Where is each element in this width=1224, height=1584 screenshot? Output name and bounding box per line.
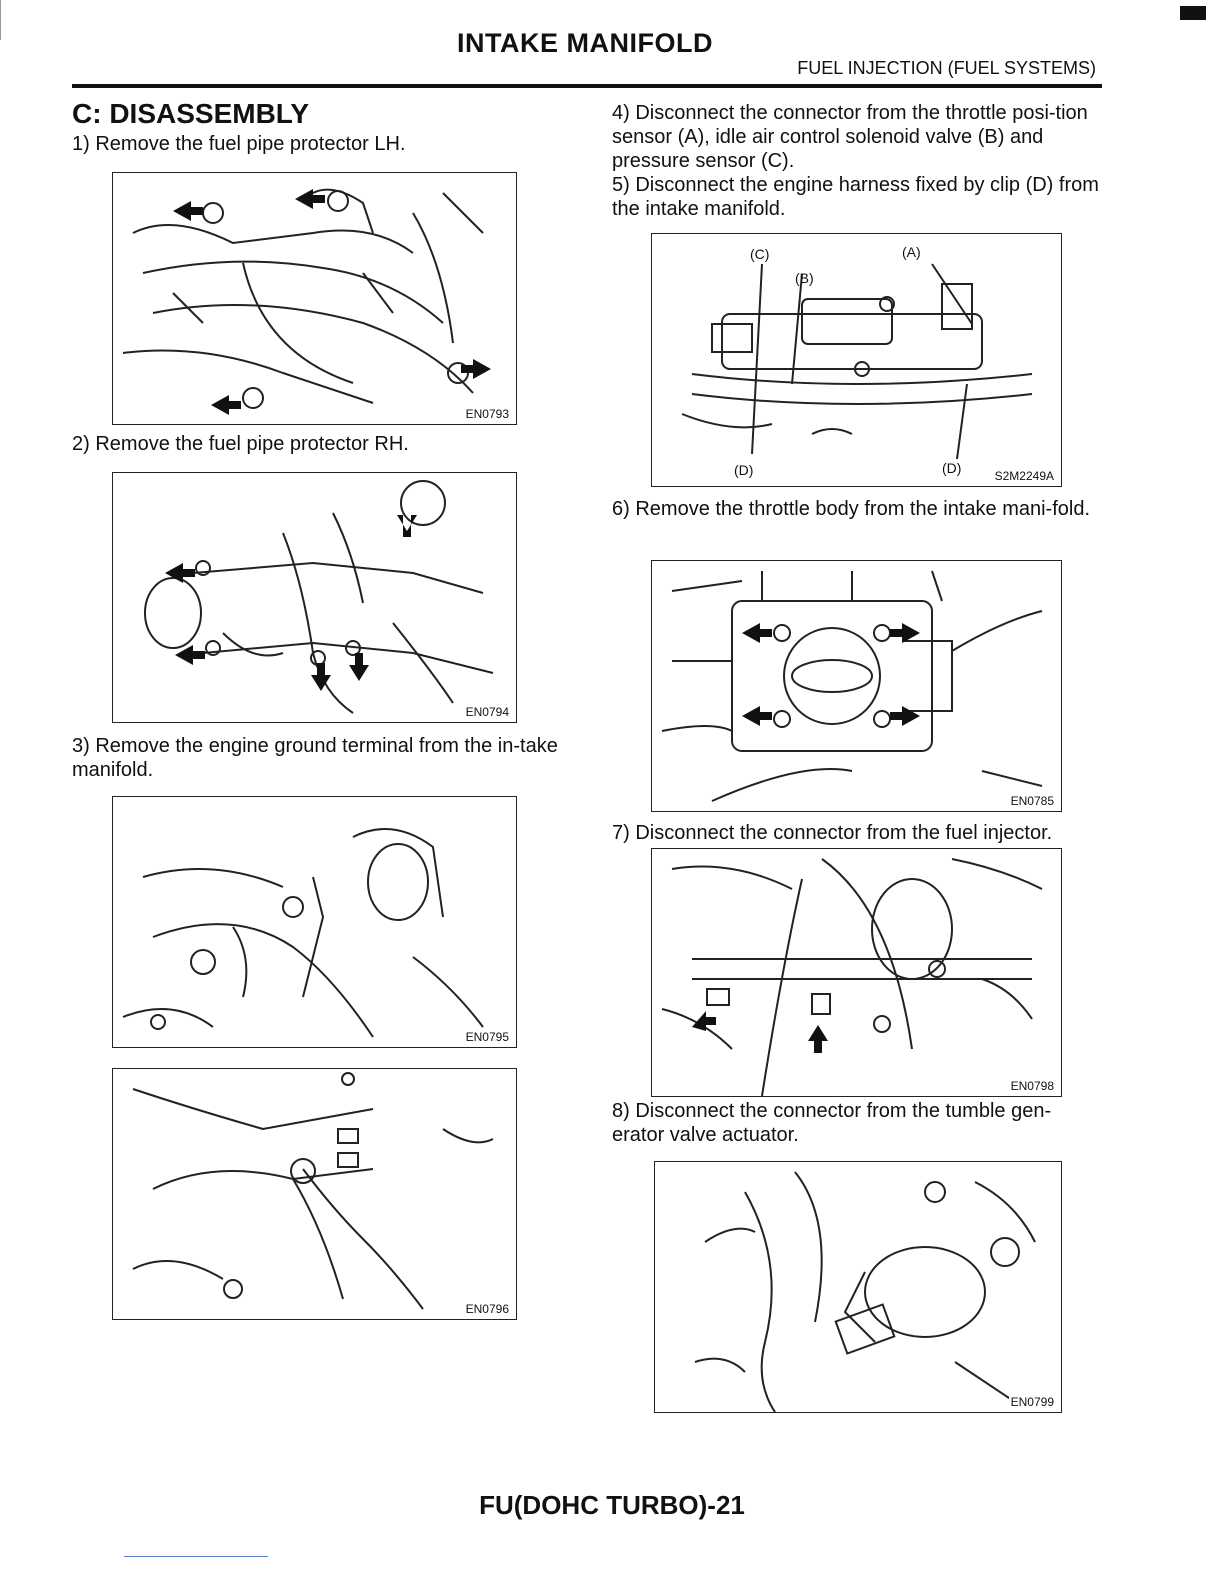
engine-illustration (681, 263, 1033, 460)
callout-c: (C) (750, 246, 770, 262)
engine-illustration (661, 858, 1043, 1096)
engine-illustration (122, 188, 491, 415)
callout-b: (B) (795, 270, 814, 286)
step-1: 1) Remove the fuel pipe protector LH. (72, 133, 406, 155)
figure-code: EN0794 (463, 705, 511, 719)
figure-code: EN0799 (1008, 1395, 1056, 1409)
step-8: 8) Disconnect the connector from the tum… (612, 1100, 1052, 1146)
step-6: 6) Remove the throttle body from the int… (612, 498, 1091, 520)
figure-code: EN0796 (463, 1302, 511, 1316)
figure-code: S2M2249A (992, 469, 1056, 483)
scan-edge-line (0, 0, 1, 40)
figure-fuel-pipe-protector-rh: EN0794 (112, 472, 517, 723)
step-4: 4) Disconnect the connector from the thr… (612, 102, 1088, 172)
step-2: 2) Remove the fuel pipe protector RH. (72, 433, 409, 455)
figure-code: EN0798 (1008, 1079, 1056, 1093)
figure-throttle-connectors: (C) (A) (B) (D) (D) S2M2249A (651, 233, 1062, 487)
figure-code: EN0795 (463, 1030, 511, 1044)
callout-d-right: (D) (942, 460, 962, 476)
figure-fuel-injector: EN0798 (651, 848, 1062, 1097)
figure-code: EN0793 (463, 407, 511, 421)
engine-illustration (132, 1072, 494, 1310)
step-7: 7) Disconnect the connector from the fue… (612, 822, 1053, 844)
step-3: 3) Remove the engine ground terminal fro… (72, 735, 558, 781)
callout-d-left: (D) (734, 462, 754, 478)
figure-fuel-pipe-protector-lh: EN0793 (112, 172, 517, 425)
engine-illustration (122, 828, 484, 1038)
page-title: INTAKE MANIFOLD (457, 28, 713, 58)
figure-throttle-body: EN0785 (651, 560, 1062, 812)
footer-link-line (124, 1556, 268, 1557)
engine-illustration (144, 480, 494, 714)
engine-illustration (661, 570, 1043, 802)
header-rule (72, 84, 1102, 88)
step-5: 5) Disconnect the engine harness fixed b… (612, 174, 1099, 220)
engine-illustration (694, 1171, 1036, 1412)
section-title: FUEL INJECTION (FUEL SYSTEMS) (797, 58, 1096, 78)
page-footer: FU(DOHC TURBO)-21 (479, 1490, 745, 1520)
corner-mark (1180, 6, 1206, 20)
callout-a: (A) (902, 244, 921, 260)
figure-engine-ground-terminal: EN0795 (112, 796, 517, 1048)
figure-ground-terminal-detail: EN0796 (112, 1068, 517, 1320)
figure-tumble-generator-valve: EN0799 (654, 1161, 1062, 1413)
figure-code: EN0785 (1008, 794, 1056, 808)
disassembly-heading: C: DISASSEMBLY (72, 98, 310, 129)
